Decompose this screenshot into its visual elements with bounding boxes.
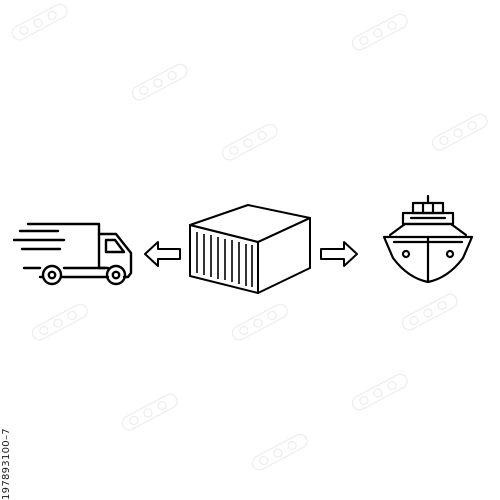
delivery-truck-icon [12,222,133,286]
stock-id-text: 197893100–7 [1,428,12,500]
stock-id-label: 197893100–7 [0,330,14,500]
cargo-ship-icon [382,194,474,284]
shipping-container-icon [189,204,311,294]
watermark [11,3,488,471]
arrow-right-icon [320,241,358,267]
arrow-left-icon [144,241,181,267]
